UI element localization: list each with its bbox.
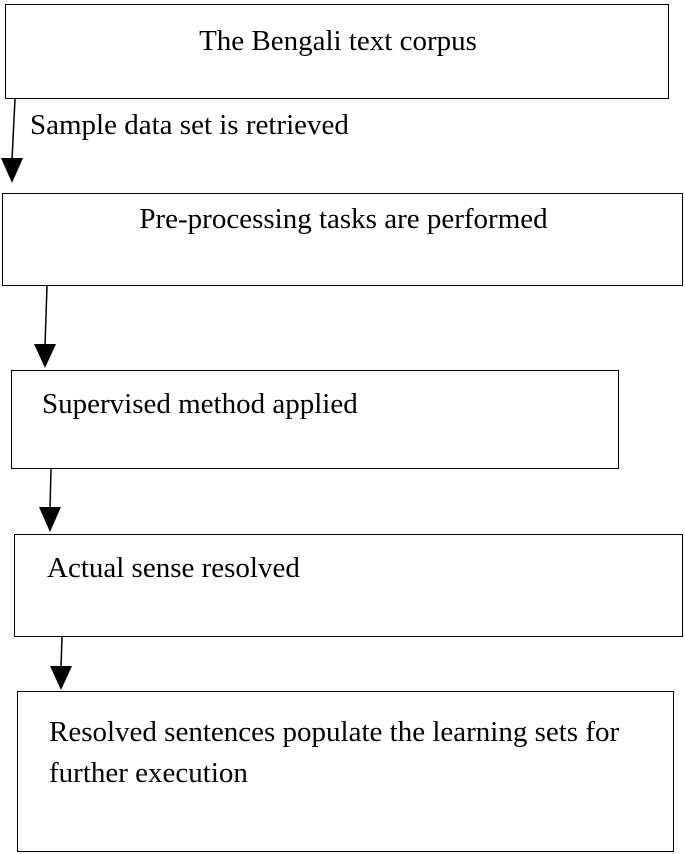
node-label: Supervised method applied: [42, 388, 358, 420]
node-preprocessing: Pre-processing tasks are performed: [2, 193, 683, 286]
node-label: The Bengali text corpus: [199, 25, 477, 57]
node-label: Pre-processing tasks are performed: [139, 203, 548, 235]
arrow-sense-to-populate: [50, 636, 72, 690]
node-resolved-sentences: Resolved sentences populate the learning…: [17, 691, 674, 852]
node-bengali-text-corpus: The Bengali text corpus: [5, 4, 669, 99]
node-label: Resolved sentences populate the learning…: [49, 716, 620, 789]
edge-label-sample-retrieved: Sample data set is retrieved: [30, 109, 349, 141]
arrow-supervised-to-sense: [39, 468, 61, 532]
arrow-preprocess-to-supervised: [34, 285, 56, 368]
arrow-corpus-to-preprocess: [1, 98, 23, 183]
node-supervised-method: Supervised method applied: [11, 370, 619, 469]
node-label: Actual sense resolved: [47, 552, 300, 584]
node-actual-sense: Actual sense resolved: [14, 534, 683, 637]
